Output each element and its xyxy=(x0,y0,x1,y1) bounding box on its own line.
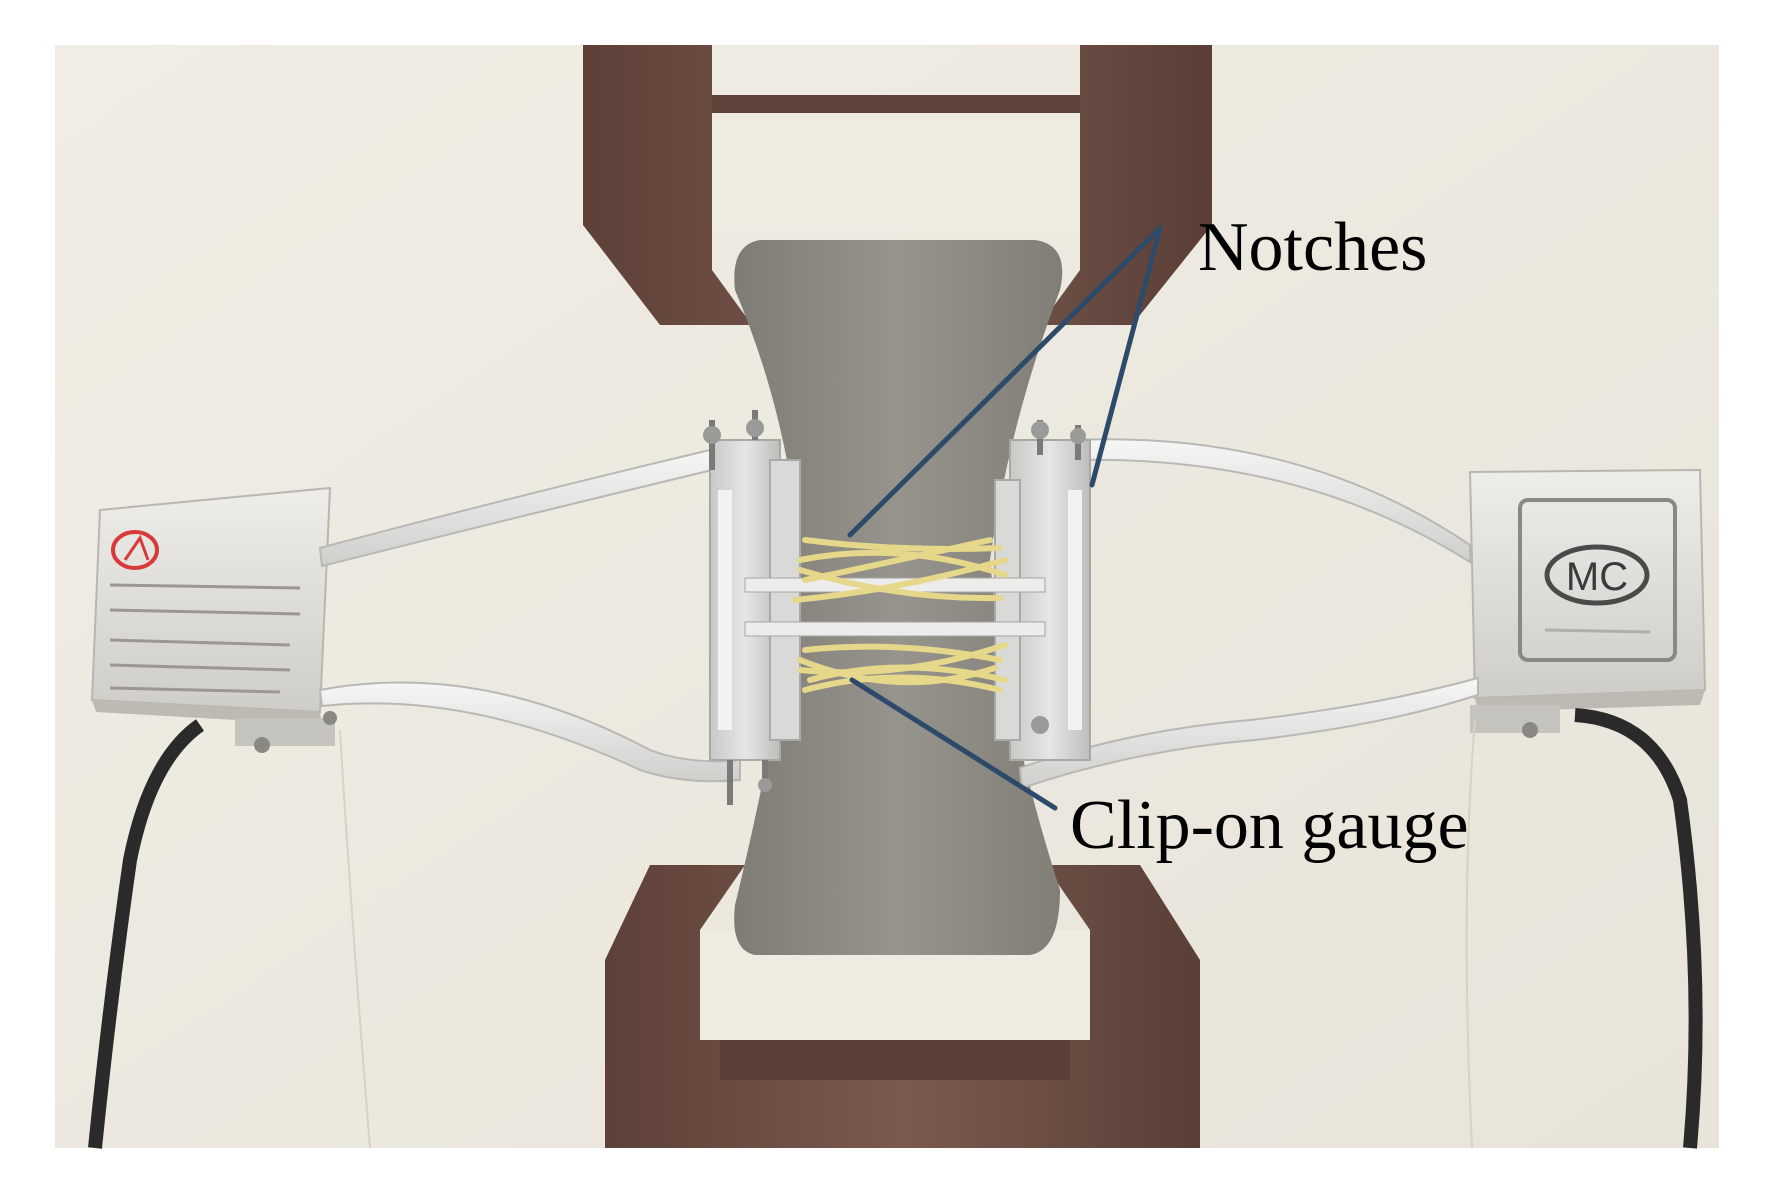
cmc-logo-text: MC xyxy=(1566,555,1628,599)
left-clamp xyxy=(703,410,801,805)
right-cable xyxy=(1574,708,1703,1149)
right-gauge-box: MC xyxy=(1468,468,1707,738)
gauge-label-text-lines xyxy=(109,583,301,694)
clip-gauge-leader xyxy=(849,677,1058,811)
right-clamp xyxy=(994,420,1091,761)
left-thin-wire xyxy=(339,729,371,1149)
notches-leader-right xyxy=(1089,225,1163,488)
gauge-arms xyxy=(318,438,1479,790)
left-gauge-box xyxy=(90,486,337,753)
gauge-logo-icon xyxy=(111,530,159,570)
left-cable xyxy=(88,719,205,1149)
annotation-leaders xyxy=(847,225,1163,811)
photograph: MC xyxy=(55,45,1719,1149)
upper-grip-frame xyxy=(583,45,1212,325)
notches-leader-left xyxy=(847,225,1163,538)
right-thin-wire xyxy=(1465,719,1476,1149)
clip-on-gauge-label: Clip-on gauge xyxy=(1070,787,1469,864)
concrete-specimen xyxy=(734,240,1063,955)
rubber-bands xyxy=(792,537,1008,693)
notches-label: Notches xyxy=(1198,209,1427,286)
cmc-logo-icon: MC xyxy=(1544,544,1650,606)
